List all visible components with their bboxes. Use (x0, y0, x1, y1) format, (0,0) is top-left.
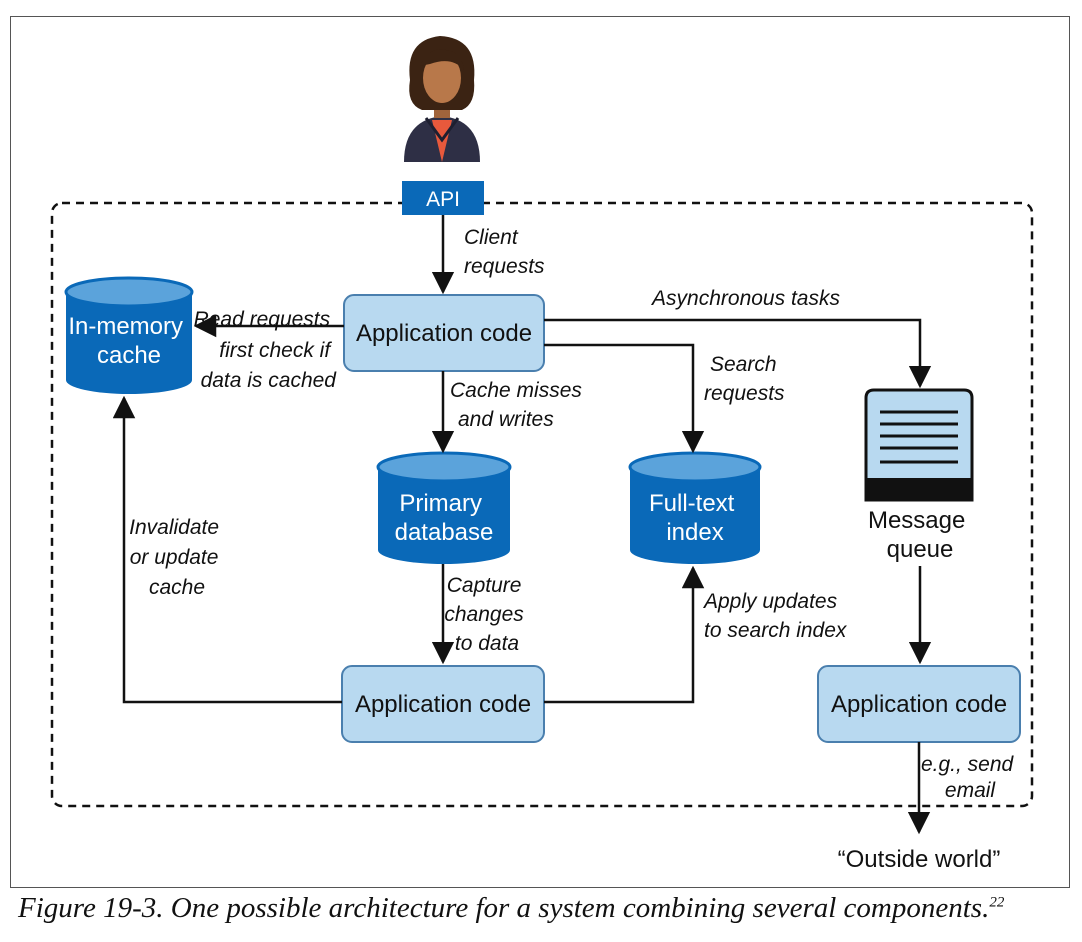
in-memory-cache-cylinder: In-memory cache (64, 276, 194, 394)
svg-text:Primary database: Primary database (395, 490, 494, 546)
message-queue-icon: Message queue (864, 388, 974, 563)
edge-app-to-fulltext (544, 343, 705, 454)
label-client-requests: Client requests (464, 226, 545, 278)
label-read-requests: Read requests first check if data is cac… (194, 308, 338, 392)
edge-cdc-to-fulltext (544, 565, 705, 704)
svg-text:Application code: Application code (355, 691, 531, 718)
svg-text:Application code: Application code (356, 320, 532, 347)
api-box: API (402, 181, 484, 215)
edges (112, 215, 932, 835)
label-cache-misses: Cache misses and writes (450, 379, 588, 431)
label-search-requests: Search requests (704, 353, 785, 405)
label-capture-changes: Capture changes to data (444, 574, 529, 655)
svg-text:Full-text index: Full-text index (649, 490, 741, 546)
edge-cdc-to-cache (112, 395, 342, 704)
svg-text:In-memory cache: In-memory cache (68, 313, 189, 369)
user-avatar-icon (404, 36, 480, 162)
figure-caption: Figure 19-3. One possible architecture f… (18, 892, 1005, 924)
outside-world-label: “Outside world” (838, 846, 1001, 873)
figure-frame (10, 16, 1070, 888)
svg-text:Application code: Application code (831, 691, 1007, 718)
svg-text:Message queue: Message queue (868, 507, 972, 563)
api-label: API (426, 188, 460, 211)
label-apply-updates: Apply updates to search index (702, 590, 848, 642)
architecture-diagram: API Application code Application code Ap… (50, 36, 1034, 873)
edge-app-to-queue (544, 318, 932, 389)
label-send-email: e.g., send email (921, 753, 1019, 802)
full-text-index-cylinder: Full-text index (628, 451, 762, 564)
app-code-cdc-box: Application code (341, 665, 545, 743)
label-async-tasks: Asynchronous tasks (650, 287, 840, 310)
app-code-queue-box: Application code (817, 665, 1021, 743)
app-code-main-box: Application code (343, 294, 545, 372)
system-boundary (50, 201, 1034, 808)
primary-database-cylinder: Primary database (376, 451, 512, 564)
edge-labels: Client requests Read requests first chec… (129, 226, 1019, 802)
label-invalidate: Invalidate or update cache (129, 516, 225, 599)
